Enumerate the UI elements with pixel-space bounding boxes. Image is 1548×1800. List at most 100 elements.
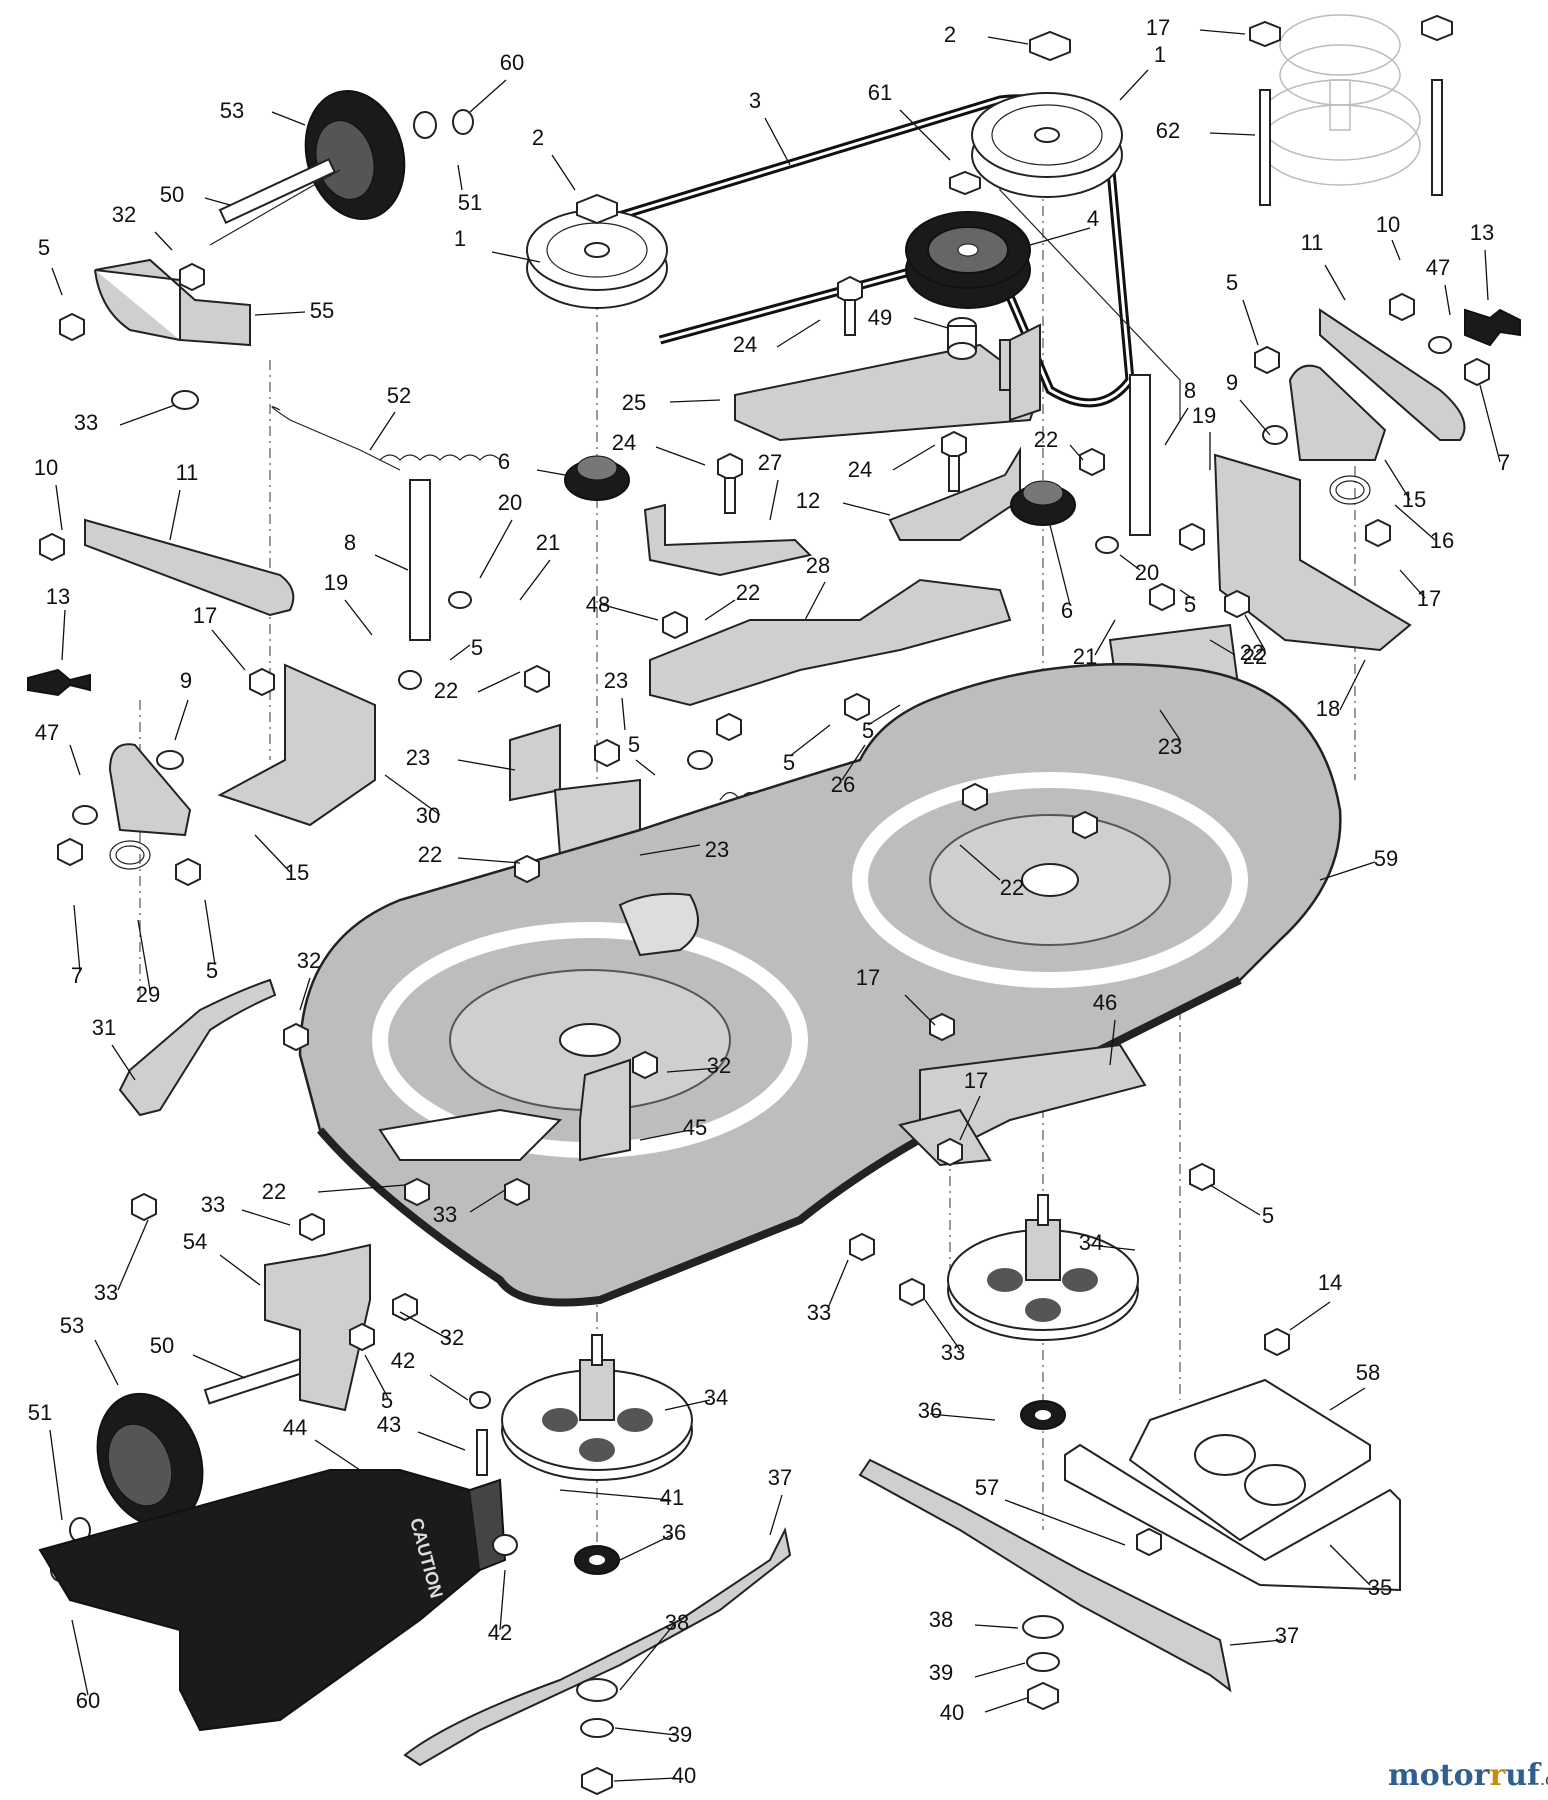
callout-leader [655, 446, 706, 466]
callout-number: 5 [381, 1388, 393, 1413]
callout-22: 22 [959, 844, 1024, 900]
callout-leader [1179, 589, 1196, 601]
callout-33: 33 [201, 1192, 291, 1226]
callout-number: 42 [391, 1348, 415, 1373]
callout-leader [1209, 639, 1236, 656]
callout-23: 23 [639, 837, 729, 862]
callout-leader [1484, 249, 1489, 301]
callout-number: 33 [941, 1340, 965, 1365]
callout-leader [254, 834, 291, 873]
callout-leader [254, 311, 306, 316]
callout-leader [984, 1697, 1028, 1713]
callout-number: 22 [1243, 644, 1267, 669]
callout-leader [614, 1727, 677, 1736]
idler-pulley [905, 211, 1031, 309]
callout-17: 17 [959, 1068, 988, 1141]
callout-number: 31 [92, 1015, 116, 1040]
callout-number: 13 [46, 584, 70, 609]
callout-leader [1324, 264, 1346, 301]
callout-number: 23 [604, 668, 628, 693]
callout-number: 46 [1093, 990, 1117, 1015]
callout-12: 12 [796, 488, 891, 516]
callout-34: 34 [1079, 1230, 1136, 1255]
callout-number: 5 [1262, 1203, 1274, 1228]
callout-number: 27 [758, 450, 782, 475]
callout-leader [1384, 459, 1411, 501]
callout-leader [924, 1299, 961, 1351]
motoruf-watermark: motorruf.de [1388, 1758, 1548, 1793]
callout-leader [621, 697, 626, 731]
callout-leader [417, 1431, 466, 1451]
callout-leader [892, 444, 936, 471]
callout-leader [974, 1624, 1019, 1629]
callout-33: 33 [433, 1189, 506, 1227]
callout-57: 57 [975, 1475, 1126, 1546]
callout-number: 5 [628, 732, 640, 757]
callout-5: 5 [38, 235, 63, 296]
callout-26: 26 [831, 744, 866, 797]
callout-number: 62 [1156, 118, 1180, 143]
pivot-plate-left [108, 743, 192, 837]
callout-number: 32 [112, 202, 136, 227]
callout-number: 22 [736, 580, 760, 605]
callout-leader [469, 1189, 506, 1213]
callout-15: 15 [254, 834, 309, 885]
callout-number: 4 [1087, 206, 1099, 231]
callout-38: 38 [929, 1607, 1019, 1632]
callout-leader [1391, 239, 1401, 261]
bracket-30 [217, 663, 376, 827]
blade-left [403, 1526, 792, 1767]
callout-number: 29 [136, 982, 160, 1007]
callout-number: 40 [672, 1763, 696, 1788]
callout-5: 5 [1226, 270, 1259, 346]
callout-number: 32 [440, 1325, 464, 1350]
callout-leader [154, 231, 173, 251]
callout-number: 9 [180, 668, 192, 693]
callout-number: 1 [1154, 42, 1166, 67]
callout-number: 32 [297, 948, 321, 973]
callout-leader [457, 759, 516, 771]
callout-2: 2 [944, 22, 1029, 47]
callout-33: 33 [807, 1259, 849, 1325]
callout-leader [94, 1339, 119, 1386]
callout-leader [769, 479, 779, 521]
callout-number: 53 [220, 98, 244, 123]
callout-50: 50 [160, 182, 231, 207]
callout-22: 22 [434, 671, 521, 703]
callout-number: 6 [1061, 598, 1073, 623]
callout-leader [789, 724, 831, 757]
callout-leader [1479, 384, 1501, 463]
callout-28: 28 [804, 553, 830, 621]
callout-21: 21 [519, 530, 560, 601]
callout-number: 30 [416, 803, 440, 828]
callout-59: 59 [1319, 846, 1398, 881]
callout-number: 21 [536, 530, 560, 555]
callout-5: 5 [204, 899, 218, 983]
bracket-58 [1128, 1378, 1371, 1542]
callout-number: 19 [1192, 403, 1216, 428]
callout-number: 59 [1374, 846, 1398, 871]
callout-22: 22 [1209, 639, 1264, 665]
callout-leader [519, 559, 551, 601]
callout-23: 23 [604, 668, 628, 731]
callout-8: 8 [344, 530, 409, 571]
callout-number: 50 [150, 1333, 174, 1358]
callout-number: 36 [662, 1520, 686, 1545]
callout-number: 38 [665, 1610, 689, 1635]
callout-24: 24 [612, 430, 706, 466]
callout-11: 11 [169, 460, 198, 541]
callout-22: 22 [704, 580, 760, 621]
callout-5: 5 [364, 1354, 393, 1413]
callout-42: 42 [488, 1569, 512, 1645]
callout-leader [1329, 1544, 1371, 1586]
callout-34: 34 [664, 1385, 728, 1411]
callout-leader [959, 844, 1001, 881]
callout-number: 57 [975, 1475, 999, 1500]
callout-number: 22 [262, 1179, 286, 1204]
bracket-8-left [409, 479, 431, 641]
callout-number: 58 [1356, 1360, 1380, 1385]
callout-leader [344, 599, 373, 636]
callout-53: 53 [60, 1313, 119, 1386]
callout-7: 7 [1479, 384, 1510, 475]
callout-number: 3 [749, 88, 761, 113]
